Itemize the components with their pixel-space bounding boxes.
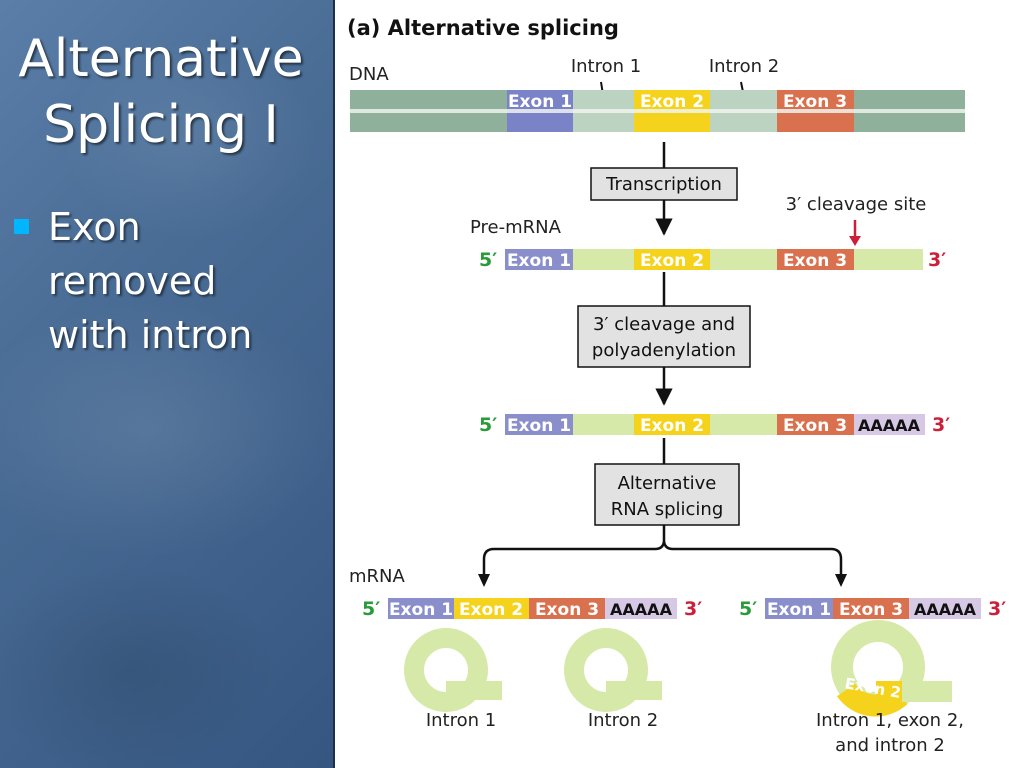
mrna1-exon3-label: Exon 3 [535, 600, 599, 620]
cleavage-box [577, 305, 751, 368]
mrna1-strand [388, 598, 677, 619]
intron1-label: Intron 1 [571, 56, 641, 77]
slide-title-line: Alternative [18, 29, 304, 89]
mrna2-polya-label: AAAAA [914, 600, 977, 619]
polya-premrna-strand [505, 414, 925, 435]
polya-exon2-label: Exon 2 [640, 416, 704, 436]
branch-brace [482, 525, 843, 578]
bullet-line: with intron [48, 313, 253, 357]
alt-splicing-box [594, 463, 740, 526]
dna-exon1-label: Exon 1 [508, 92, 572, 112]
mrna2-exon3-label: Exon 3 [839, 600, 903, 620]
slide-title-line: Splicing I [43, 95, 279, 155]
dna-strand [350, 90, 965, 132]
mrna2-5prime: 5′ [739, 598, 757, 620]
premrna-exon3-label: Exon 3 [783, 251, 847, 271]
premrna-label: Pre-mRNA [470, 217, 562, 238]
slide-title: Alternative Splicing I [6, 26, 316, 158]
premrna-exon1-label: Exon 1 [507, 251, 571, 271]
transcription-text: Transcription [605, 174, 722, 195]
intron2-label: Intron 2 [709, 56, 779, 77]
cleavage-site-label: 3′ cleavage site [786, 194, 927, 215]
lariat1-label: Intron 1 [426, 710, 496, 731]
cleavage-site-arrowhead [849, 236, 861, 246]
alt-splicing-line2: RNA splicing [611, 499, 724, 520]
transcription-box [590, 167, 738, 201]
polya-exon1-label: Exon 1 [507, 416, 571, 436]
intron-exon-lariat [831, 620, 952, 717]
cleavage-box-line1: 3′ cleavage and [593, 314, 735, 335]
branch-left-arrowhead [478, 574, 490, 587]
intron2-lariat [564, 628, 662, 712]
background-texture [60, 40, 320, 240]
panel-divider [333, 0, 335, 768]
bullet-line: Exon [48, 205, 141, 249]
mrna2-3prime: 3′ [988, 598, 1006, 620]
mrna2-strand [765, 598, 981, 619]
cleavage-box-line2: polyadenylation [592, 340, 736, 361]
polya-5prime: 5′ [479, 414, 497, 436]
lariat3-label-line2: and intron 2 [835, 735, 945, 756]
panel-title: (a) Alternative splicing [347, 16, 619, 40]
mrna1-polya-label: AAAAA [610, 600, 673, 619]
premrna-exon2-label: Exon 2 [640, 251, 704, 271]
branch-right-arrowhead [835, 574, 847, 587]
polya-tail-label: AAAAA [858, 416, 921, 435]
lariat2-label: Intron 2 [588, 710, 658, 731]
polya-exon3-label: Exon 3 [783, 416, 847, 436]
premrna-3prime: 3′ [928, 249, 946, 271]
slide-left-panel: Alternative Splicing I Exon removed with… [0, 0, 333, 768]
intron1-lariat [404, 628, 502, 712]
premrna-5prime: 5′ [479, 249, 497, 271]
mrna1-exon1-label: Exon 1 [389, 600, 453, 620]
dna-exon2-label: Exon 2 [640, 92, 704, 112]
mrna1-3prime: 3′ [684, 598, 702, 620]
polya-3prime: 3′ [932, 414, 950, 436]
dna-label: DNA [349, 64, 389, 85]
bullet-line: removed [48, 259, 217, 303]
dna-exon3-label: Exon 3 [783, 92, 847, 112]
premrna-strand [505, 249, 923, 270]
lariat3-label-line1: Intron 1, exon 2, [816, 710, 964, 731]
bullet-marker-icon [14, 219, 29, 234]
background-texture [0, 300, 333, 560]
bullet-text: Exon removed with intron [48, 200, 318, 362]
mrna1-exon2-label: Exon 2 [459, 600, 523, 620]
alternative-splicing-diagram: (a) Alternative splicing DNA Intron 1 In… [347, 16, 1006, 756]
background-texture [0, 560, 280, 768]
mrna2-exon1-label: Exon 1 [767, 600, 831, 620]
alt-splicing-line1: Alternative [618, 473, 717, 494]
mrna1-5prime: 5′ [362, 598, 380, 620]
mrna-label: mRNA [349, 566, 406, 587]
